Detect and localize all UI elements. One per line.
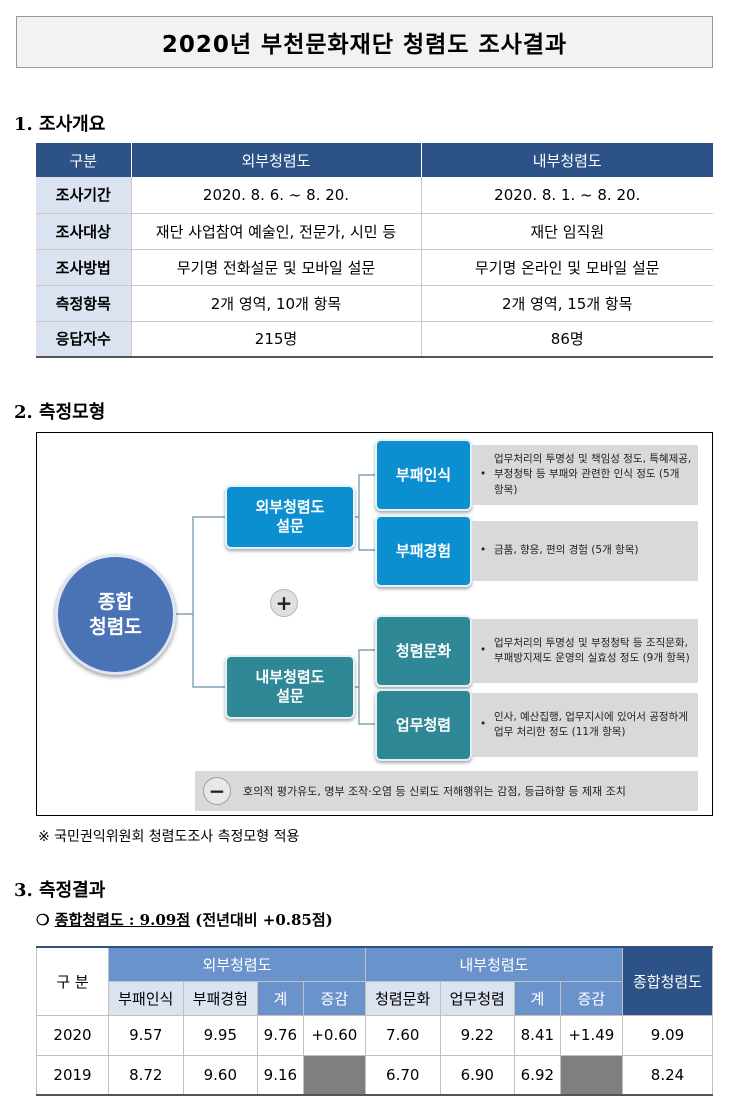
leaf-node-corruption-perception: 부패인식 bbox=[375, 439, 472, 511]
table-cell: 9.95 bbox=[182, 1014, 259, 1056]
table-row: 2019 8.72 9.60 9.16 6.70 6.90 6.92 8.24 bbox=[36, 1054, 713, 1096]
overall-score-summary: ❍ 종합청렴도 : 9.09점 (전년대비 +0.85점) bbox=[36, 909, 333, 930]
bullet: • bbox=[480, 644, 487, 657]
table-cell: +1.49 bbox=[559, 1014, 624, 1056]
table-cell: 재단 임직원 bbox=[421, 213, 713, 250]
page-title: 2020년 부천문화재단 청렴도 조사결과 bbox=[16, 16, 713, 68]
subheader: 업무청렴 bbox=[439, 980, 516, 1016]
column-header: 외부청렴도 bbox=[131, 143, 422, 177]
table-cell: 9.76 bbox=[257, 1014, 304, 1056]
subheader: 부패경험 bbox=[182, 980, 259, 1016]
external-group-header: 외부청렴도 bbox=[108, 946, 366, 982]
gubun-header: 구 분 bbox=[36, 946, 109, 1016]
measurement-model-diagram: 종합 청렴도 외부청렴도 설문 내부청렴도 설문 + 부패인식 • 업무처리의 … bbox=[36, 432, 713, 816]
results-table: 구 분 외부청렴도 내부청렴도 종합청렴도 부패인식 부패경험 계 증감 청렴문… bbox=[36, 946, 713, 1096]
leaf-node-integrity-culture: 청렴문화 bbox=[375, 615, 472, 687]
summary-marker-icon: ❍ bbox=[36, 911, 50, 929]
section-heading-results: 3. 측정결과 bbox=[14, 880, 106, 901]
table-cell: 8.72 bbox=[108, 1054, 184, 1096]
plus-icon: + bbox=[270, 589, 298, 617]
desc-text: 금품, 향응, 편의 경험 (5개 항목) bbox=[494, 544, 639, 557]
overall-integrity-node: 종합 청렴도 bbox=[55, 554, 176, 675]
table-row: 조사방법 무기명 전화설문 및 모바일 설문 무기명 온라인 및 모바일 설문 bbox=[36, 249, 713, 286]
external-survey-node: 외부청렴도 설문 bbox=[225, 485, 355, 549]
row-header: 측정항목 bbox=[36, 285, 132, 322]
row-header: 응답자수 bbox=[36, 321, 132, 358]
overall-integrity-label: 종합 청렴도 bbox=[89, 590, 142, 638]
model-note: ※ 국민권익위원회 청렴도조사 측정모형 적용 bbox=[38, 829, 300, 845]
table-cell: 215명 bbox=[131, 321, 422, 358]
column-header: 구분 bbox=[36, 143, 132, 177]
overview-table: 구분 외부청렴도 내부청렴도 조사기간 2020. 8. 6. ~ 8. 20.… bbox=[36, 143, 713, 358]
bullet: • bbox=[480, 718, 487, 731]
overall-score-change: (전년대비 +0.85점) bbox=[195, 911, 333, 929]
table-cell: 무기명 전화설문 및 모바일 설문 bbox=[131, 249, 422, 286]
row-header: 조사방법 bbox=[36, 249, 132, 286]
table-row: 측정항목 2개 영역, 10개 항목 2개 영역, 15개 항목 bbox=[36, 285, 713, 322]
year-cell: 2019 bbox=[36, 1054, 109, 1096]
table-row: 조사기간 2020. 8. 6. ~ 8. 20. 2020. 8. 1. ~ … bbox=[36, 177, 713, 214]
subheader: 증감 bbox=[559, 980, 624, 1016]
total-cell: 9.09 bbox=[622, 1014, 713, 1056]
empty-cell bbox=[559, 1054, 624, 1096]
total-header: 종합청렴도 bbox=[622, 946, 713, 1016]
year-cell: 2020 bbox=[36, 1014, 109, 1056]
table-cell: 9.60 bbox=[182, 1054, 259, 1096]
table-cell: 6.92 bbox=[514, 1054, 561, 1096]
bullet: • bbox=[480, 468, 487, 481]
table-cell: 2개 영역, 15개 항목 bbox=[421, 285, 713, 322]
desc-text: 업무처리의 투명성 및 책임성 정도, 특혜제공, 부정청탁 등 부패와 관련한… bbox=[494, 453, 692, 496]
table-row: 응답자수 215명 86명 bbox=[36, 321, 713, 358]
desc-text: 인사, 예산집행, 업무지시에 있어서 공정하게 업무 처리한 정도 (11개 … bbox=[494, 710, 688, 738]
table-row: 2020 9.57 9.95 9.76 +0.60 7.60 9.22 8.41… bbox=[36, 1014, 713, 1056]
row-header: 조사대상 bbox=[36, 213, 132, 250]
leaf-desc-integrity-culture: • 업무처리의 투명성 및 부정청탁 등 조직문화, 부패방지제도 운영의 실효… bbox=[472, 619, 698, 683]
empty-cell bbox=[302, 1054, 366, 1096]
leaf-node-corruption-experience: 부패경험 bbox=[375, 515, 472, 587]
desc-text: 업무처리의 투명성 및 부정청탁 등 조직문화, 부패방지제도 운영의 실효성 … bbox=[494, 636, 690, 664]
penalty-text: 호의적 평가유도, 명부 조작·오염 등 신뢰도 저해행위는 감점, 등급하향 … bbox=[243, 785, 626, 798]
minus-icon: − bbox=[203, 777, 231, 805]
leaf-desc-work-integrity: • 인사, 예산집행, 업무지시에 있어서 공정하게 업무 처리한 정도 (11… bbox=[472, 693, 698, 757]
table-cell: 9.16 bbox=[257, 1054, 304, 1096]
section-heading-overview: 1. 조사개요 bbox=[14, 114, 106, 135]
table-cell: 9.57 bbox=[108, 1014, 184, 1056]
subheader: 계 bbox=[257, 980, 304, 1016]
subheader: 청렴문화 bbox=[364, 980, 441, 1016]
table-cell: 재단 사업참여 예술인, 전문가, 시민 등 bbox=[131, 213, 422, 250]
table-cell: 7.60 bbox=[364, 1014, 441, 1056]
table-cell: 86명 bbox=[421, 321, 713, 358]
table-cell: 6.90 bbox=[439, 1054, 516, 1096]
leaf-node-work-integrity: 업무청렴 bbox=[375, 689, 472, 761]
table-row: 조사대상 재단 사업참여 예술인, 전문가, 시민 등 재단 임직원 bbox=[36, 213, 713, 250]
table-cell: 2개 영역, 10개 항목 bbox=[131, 285, 422, 322]
table-cell: 6.70 bbox=[364, 1054, 441, 1096]
internal-group-header: 내부청렴도 bbox=[364, 946, 624, 982]
table-cell: 2020. 8. 6. ~ 8. 20. bbox=[131, 177, 422, 214]
table-cell: 무기명 온라인 및 모바일 설문 bbox=[421, 249, 713, 286]
leaf-desc-corruption-perception: • 업무처리의 투명성 및 책임성 정도, 특혜제공, 부정청탁 등 부패와 관… bbox=[472, 445, 698, 505]
total-cell: 8.24 bbox=[622, 1054, 713, 1096]
internal-survey-node: 내부청렴도 설문 bbox=[225, 655, 355, 719]
connector-lines bbox=[176, 474, 375, 725]
section-heading-model: 2. 측정모형 bbox=[14, 402, 106, 423]
subheader: 계 bbox=[514, 980, 561, 1016]
overall-score-label: 종합청렴도 : 9.09점 bbox=[54, 911, 191, 929]
table-cell: 8.41 bbox=[514, 1014, 561, 1056]
table-cell: 2020. 8. 1. ~ 8. 20. bbox=[421, 177, 713, 214]
bullet: • bbox=[480, 544, 487, 557]
table-cell: 9.22 bbox=[439, 1014, 516, 1056]
table-cell: +0.60 bbox=[302, 1014, 366, 1056]
penalty-bar: − 호의적 평가유도, 명부 조작·오염 등 신뢰도 저해행위는 감점, 등급하… bbox=[195, 771, 698, 811]
row-header: 조사기간 bbox=[36, 177, 132, 214]
leaf-desc-corruption-experience: • 금품, 향응, 편의 경험 (5개 항목) bbox=[472, 521, 698, 581]
subheader: 증감 bbox=[302, 980, 366, 1016]
subheader: 부패인식 bbox=[108, 980, 184, 1016]
column-header: 내부청렴도 bbox=[421, 143, 713, 177]
